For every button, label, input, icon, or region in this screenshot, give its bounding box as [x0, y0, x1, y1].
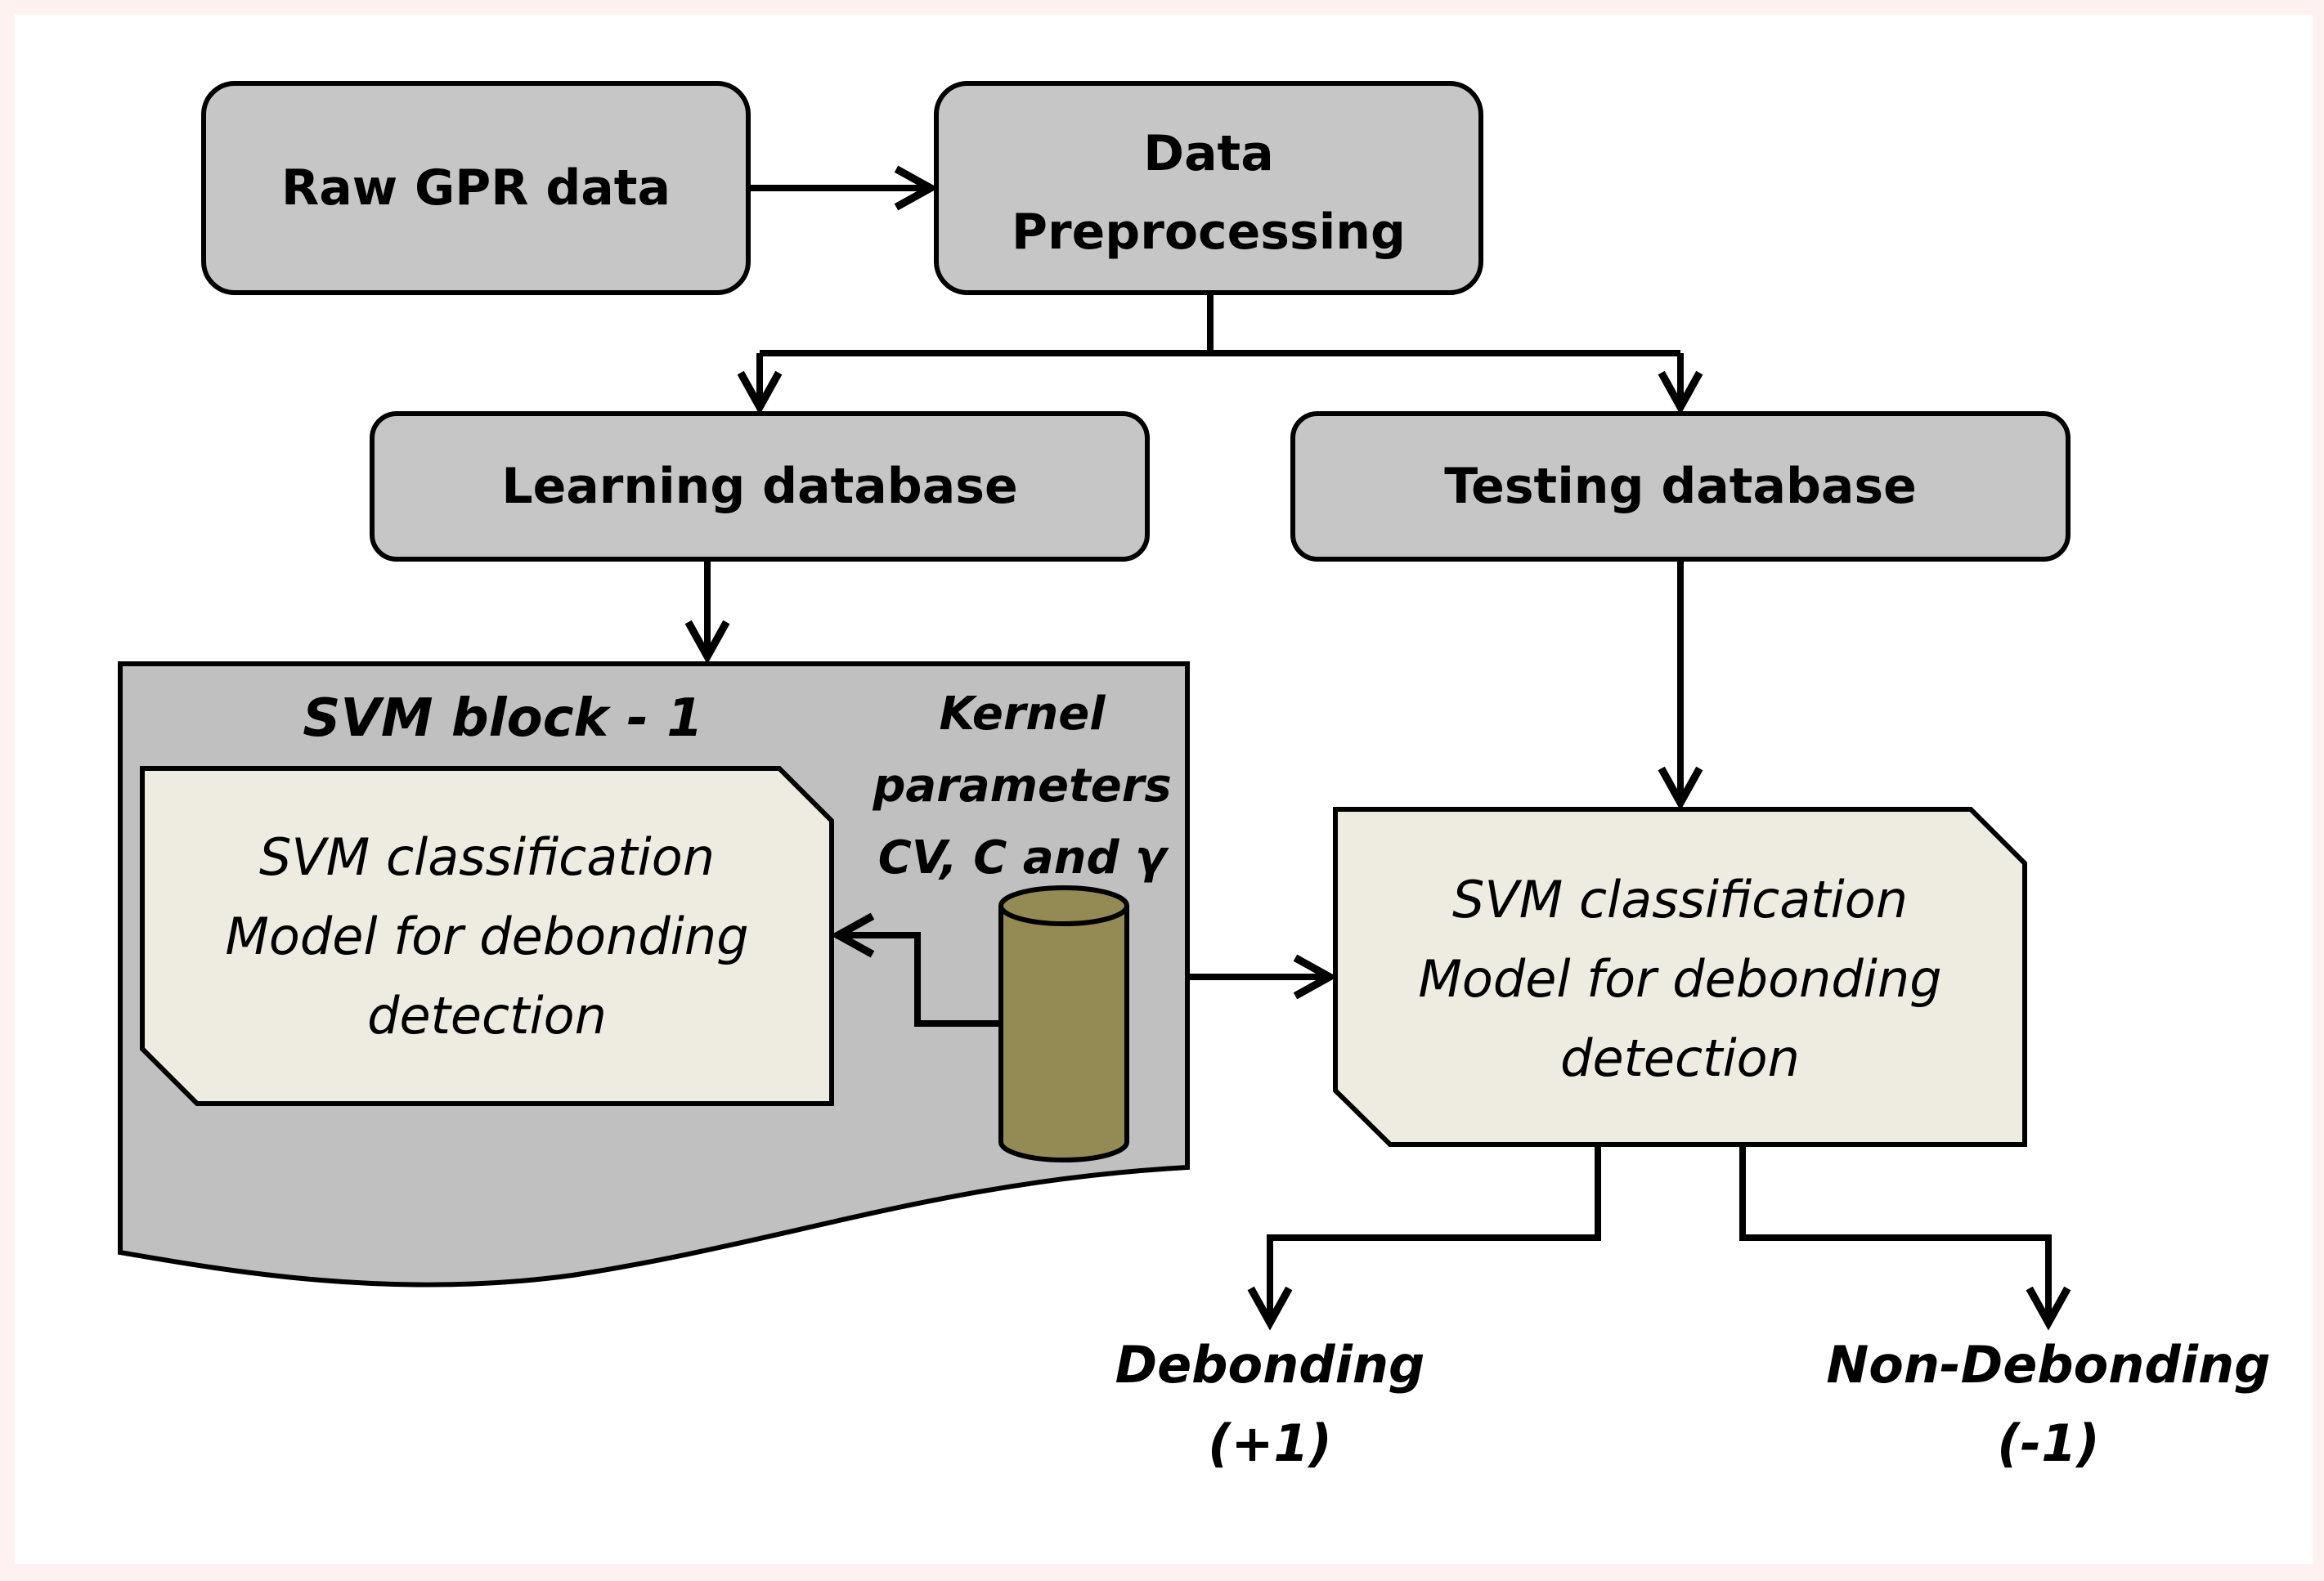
output-debonding-line2: (+1) — [1208, 1413, 1332, 1473]
svm-model-left-shape — [140, 766, 834, 1106]
preprocessing-label-line2: Preprocessing — [1012, 204, 1406, 261]
svm-model-right-node: SVM classification Model for debonding d… — [1335, 860, 2025, 1098]
preprocessing-node: Data Preprocessing — [936, 114, 1481, 271]
kernel-parameters-line2: parameters — [873, 759, 1172, 813]
svm-model-left-line1: SVM classification — [258, 827, 715, 887]
svm-model-right-line2: Model for debonding — [1418, 949, 1942, 1009]
svm-model-left-line3: detection — [367, 986, 607, 1046]
svm-model-left-node: SVM classification Model for debonding d… — [142, 817, 832, 1055]
kernel-parameters-line1: Kernel — [939, 687, 1106, 741]
raw-gpr-box — [201, 81, 751, 295]
database-cylinder-icon — [998, 885, 1129, 1162]
svm-model-right-line3: detection — [1560, 1028, 1800, 1088]
svm-model-left-line2: Model for debonding — [225, 907, 749, 966]
learning-database-label: Learning database — [501, 458, 1018, 515]
output-non-debonding-line1: Non-Debonding — [1826, 1335, 2271, 1395]
testing-database-node: Testing database — [1293, 414, 2068, 559]
raw-gpr-label: Raw GPR data — [281, 159, 671, 217]
output-non-debonding: Non-Debonding (-1) — [1774, 1326, 2322, 1483]
svm-model-right-shape — [1333, 807, 2027, 1147]
preprocessing-label-line1: Data — [1143, 125, 1274, 182]
kernel-parameters-line3: CV, C and γ — [877, 831, 1167, 885]
raw-gpr-node: Raw GPR data — [204, 83, 748, 293]
learning-database-node: Learning database — [372, 414, 1147, 559]
arrow-kernel-to-left-model — [838, 935, 1001, 1027]
output-debonding: Debonding (+1) — [1066, 1326, 1474, 1483]
kernel-parameters-label: Kernel parameters CV, C and γ — [867, 679, 1178, 894]
testing-database-label: Testing database — [1444, 458, 1917, 515]
arrow-to-non-debonding — [1739, 1147, 2048, 1323]
svm-block-title: SVM block - 1 — [303, 688, 703, 749]
output-debonding-line1: Debonding — [1115, 1335, 1425, 1395]
output-non-debonding-line2: (-1) — [1997, 1413, 2100, 1473]
arrow-to-debonding — [1270, 1147, 1601, 1323]
svm-model-right-line1: SVM classification — [1451, 870, 1908, 929]
